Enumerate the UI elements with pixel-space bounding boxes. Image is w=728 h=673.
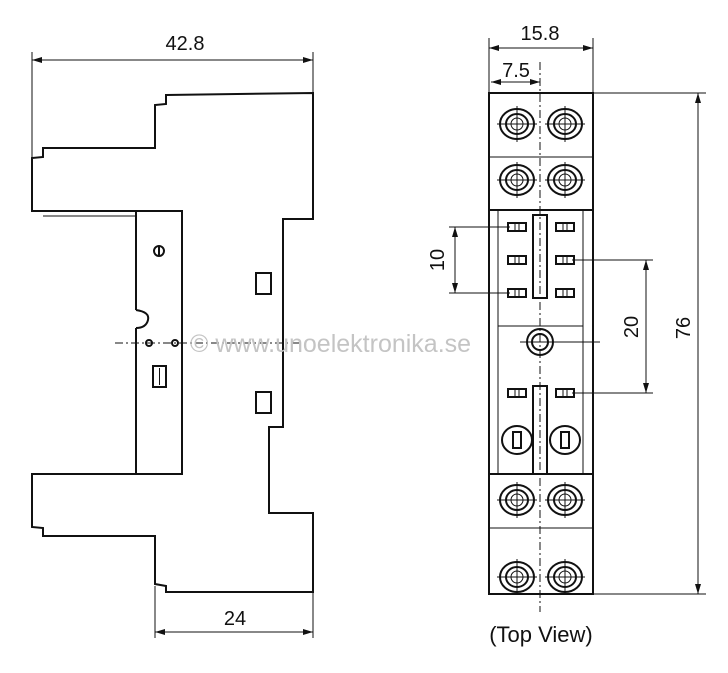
dimension-height-label: 76 [673,317,695,339]
dimension-pitch-large-label: 20 [621,316,643,338]
side-view: 42.8 24 [31,33,314,638]
contact-slot [555,388,575,398]
contact-slot [555,222,575,232]
dimension-half-label: 7.5 [502,60,530,82]
coil-contact-slot [512,431,522,449]
plate-notch [135,309,150,329]
pin-hole [171,339,179,347]
slot [152,365,167,388]
latch-window [255,391,272,414]
dimension-bottom-label: 24 [224,608,246,630]
side-view-outline [31,91,314,593]
coil-contact [501,425,533,455]
contact-slot [555,255,575,265]
coil-contact-slot [560,431,570,449]
contact-slot [507,388,527,398]
contact-slot [507,255,527,265]
screw-terminals [497,106,585,595]
dimension-width-label: 15.8 [521,23,560,45]
contact-slots [501,222,581,455]
latch-window [255,272,272,295]
contact-slot [507,222,527,232]
watermark: © www.unoelektronika.se [190,330,471,358]
top-view-caption: (Top View) [489,622,593,647]
dimension-pitch-small-label: 10 [427,249,449,271]
contact-slot [555,288,575,298]
top-view-outline [488,92,594,595]
dimension-width-label: 42.8 [166,33,205,55]
coil-contact [549,425,581,455]
contact-slot [507,288,527,298]
top-view: 15.8 7.5 76 10 20 (Top View) [427,23,706,647]
